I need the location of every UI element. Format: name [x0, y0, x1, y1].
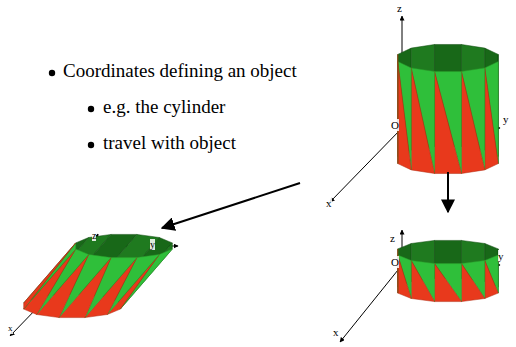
axis-label: x [8, 324, 13, 334]
axis-label: x [333, 326, 339, 338]
axis-label: z [390, 232, 395, 244]
axis-label: y [503, 113, 509, 125]
transform-arrow [162, 183, 300, 228]
axis-label: z [92, 230, 96, 241]
cylinder [398, 240, 498, 301]
transform-arrow [447, 172, 449, 212]
bullet [88, 106, 94, 112]
origin-label: O [391, 119, 399, 131]
axis-label: y [498, 250, 504, 262]
axis-label: y [150, 239, 155, 250]
bullet-text: e.g. the cylinder [103, 97, 225, 118]
axes [330, 16, 500, 202]
bullet [88, 142, 94, 148]
bullet-text: Coordinates defining an object [63, 61, 297, 82]
bullet [49, 70, 55, 76]
cylinder [24, 234, 173, 317]
axis-label: x [326, 197, 332, 209]
origin-label: O [391, 256, 399, 268]
axes [340, 230, 500, 342]
cylinder [398, 44, 498, 173]
axes [10, 234, 178, 336]
bullet-text: travel with object [103, 133, 236, 154]
axis-label: z [397, 2, 402, 14]
